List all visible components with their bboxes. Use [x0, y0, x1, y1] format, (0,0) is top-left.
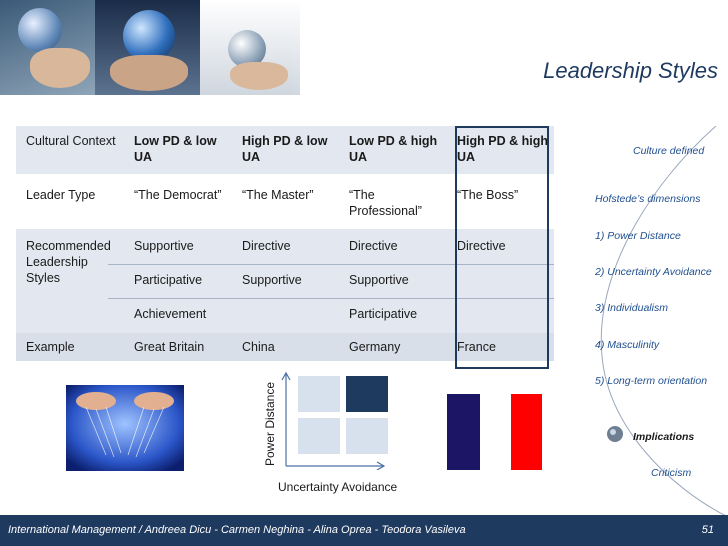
y-axis-label: Power Distance	[263, 381, 277, 467]
cell-master: “The Master”	[242, 188, 314, 202]
nav-item-individualism[interactable]: 3) Individualism	[595, 302, 668, 314]
footer-authors: International Management / Andreea Dicu …	[8, 524, 466, 536]
nav-item-implications[interactable]: Implications	[633, 431, 695, 443]
cell-example-3: Germany	[349, 340, 401, 354]
globe-bullet-icon	[607, 426, 623, 442]
cell-header-1: Low PD & low UA	[134, 134, 217, 164]
x-axis-label: Uncertainty Avoidance	[278, 480, 398, 494]
cell-professional: “The Professional”	[349, 188, 422, 218]
nav-item-power-distance[interactable]: 1) Power Distance	[595, 230, 681, 242]
table-row-example	[16, 333, 554, 361]
cell-rec-1-3: Directive	[349, 239, 398, 253]
flag-white-bar	[480, 394, 511, 470]
cell-example-2: China	[242, 340, 275, 354]
flag-blue-bar	[447, 394, 480, 470]
cell-header-3: Low PD & high UA	[349, 134, 438, 164]
flag-red-bar	[511, 394, 542, 470]
cell-rec-1-4: Directive	[457, 239, 506, 253]
nav-item-criticism[interactable]: Criticism	[651, 467, 692, 479]
pd-ua-axes	[281, 371, 386, 470]
cell-rec-1-1: Supportive	[134, 239, 194, 253]
quadrant-low-ua-low-pd	[298, 418, 340, 454]
nav-item-hofstede[interactable]: Hofstede’s dimensions	[595, 193, 701, 205]
globe-photo-3	[200, 0, 300, 95]
cell-rec-2-1: Participative	[134, 273, 203, 287]
table-divider	[108, 298, 554, 299]
header-banner	[0, 0, 728, 95]
puppet-hands-image	[66, 385, 184, 471]
footer-bar: International Management / Andreea Dicu …	[0, 515, 728, 546]
cell-democrat: “The Democrat”	[134, 188, 222, 202]
nav-item-masculinity[interactable]: 4) Masculinity	[595, 339, 660, 351]
slide-title: Leadership Styles	[543, 58, 718, 83]
cell-rec-1-2: Directive	[242, 239, 291, 253]
high-pd-high-ua-highlight	[455, 126, 549, 369]
cell-rec-3-3: Participative	[349, 307, 418, 321]
globe-photo-2	[95, 0, 200, 95]
quadrant-low-ua-high-pd	[298, 376, 340, 412]
nav-curve	[600, 126, 727, 516]
cell-cultural-context: Cultural Context	[26, 134, 116, 148]
nav-item-uncertainty-avoidance[interactable]: 2) Uncertainty Avoidance	[595, 266, 712, 278]
table-divider	[108, 264, 554, 265]
cell-boss: “The Boss”	[457, 188, 519, 202]
cell-example-4: France	[457, 340, 496, 354]
cell-rec-2-2: Supportive	[242, 273, 302, 287]
table-row-header	[16, 126, 554, 174]
table-row-recommended	[16, 229, 554, 333]
globe-photo-1	[0, 0, 95, 95]
nav-item-long-term[interactable]: 5) Long-term orientation	[595, 375, 708, 387]
cell-rec-3-1: Achievement	[134, 307, 207, 321]
banner-fade	[290, 0, 450, 95]
nav-item-culture-defined[interactable]: Culture defined	[633, 145, 705, 157]
cell-recommended-label: Recommended Leadership Styles	[26, 239, 111, 285]
quadrant-high-ua-low-pd	[346, 418, 388, 454]
cell-header-2: High PD & low UA	[242, 134, 328, 164]
cell-example-1: Great Britain	[134, 340, 205, 354]
cell-rec-2-3: Supportive	[349, 273, 409, 287]
quadrant-high-ua-high-pd	[346, 376, 388, 412]
cell-header-4: High PD & high UA	[457, 134, 548, 164]
cell-leader-type: Leader Type	[26, 188, 96, 202]
cell-example-label: Example	[26, 340, 75, 354]
page-number: 51	[701, 524, 714, 536]
